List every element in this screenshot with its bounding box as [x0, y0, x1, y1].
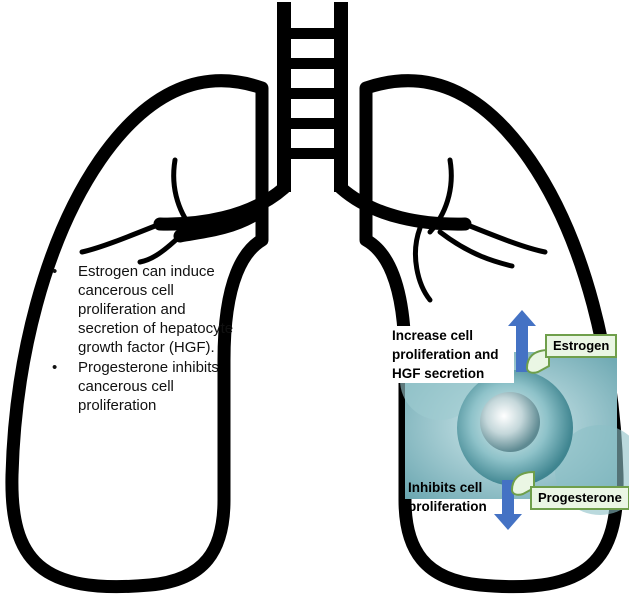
- receptor-icon: [510, 348, 550, 496]
- callout-increase: Increase cell proliferation and HGF secr…: [392, 326, 514, 383]
- bullet-progesterone: • Progesterone inhibits cancerous cell pr…: [52, 358, 242, 415]
- bullet-list: • Estrogen can induce cancerous cell prol…: [52, 262, 242, 416]
- bullet-estrogen: • Estrogen can induce cancerous cell prol…: [52, 262, 242, 357]
- progesterone-label: Progesterone: [530, 486, 629, 510]
- bullet-text: Estrogen can induce cancerous cell proli…: [78, 263, 234, 356]
- bullet-dot: •: [52, 359, 58, 376]
- bullet-text: Progesterone inhibits cancerous cell pro…: [78, 359, 219, 414]
- arrow-up-icon: [508, 310, 536, 372]
- arrow-down-icon: [494, 480, 522, 530]
- bullet-dot: •: [52, 263, 58, 280]
- bronchiole-lines: [79, 157, 548, 303]
- trachea-icon: [277, 2, 348, 192]
- estrogen-label: Estrogen: [545, 334, 618, 358]
- callout-inhibits: Inhibits cell proliferation: [408, 480, 487, 514]
